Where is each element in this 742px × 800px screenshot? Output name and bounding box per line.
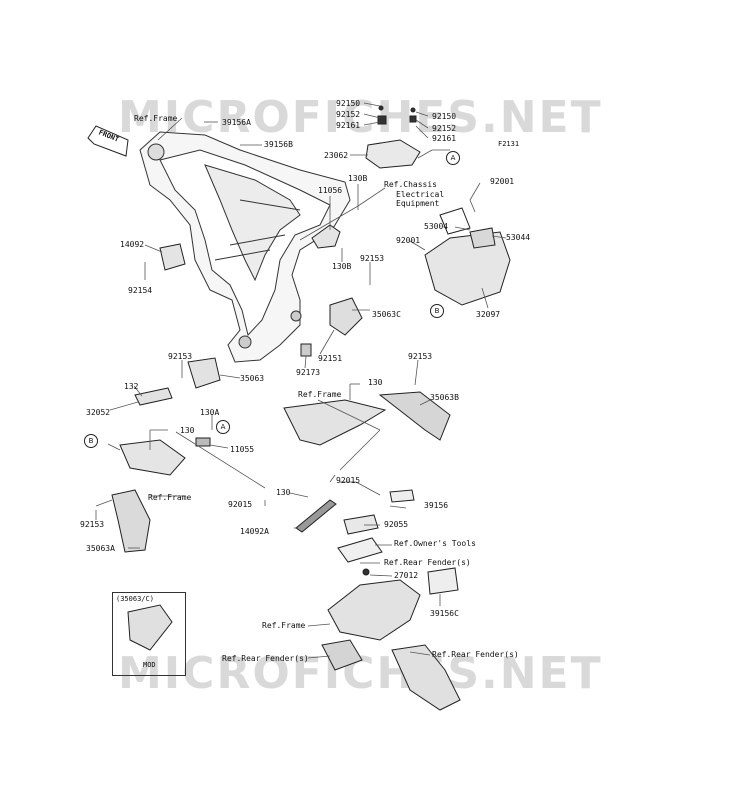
- label-92153-c: 92153: [408, 352, 433, 361]
- bracket-14092: [159, 243, 186, 271]
- label-92152-b: 92152: [432, 124, 457, 133]
- tray-32097: [424, 207, 511, 306]
- footrest-bracket-left: [119, 439, 186, 476]
- label-ref-chassis-equipment: Equipment: [396, 199, 440, 208]
- rear-fender-right: [391, 644, 461, 711]
- callout-b-footrest: B: [84, 434, 98, 448]
- label-ref-chassis: Ref.Chassis: [384, 180, 437, 189]
- label-92150-b: 92150: [432, 112, 457, 121]
- label-92015-b: 92015: [228, 500, 253, 509]
- label-39156A: 39156A: [222, 118, 251, 127]
- clip-27012: [362, 568, 370, 576]
- label-53044: 53044: [506, 233, 531, 242]
- label-ref-rear-fender-1: Ref.Rear Fender(s): [384, 558, 471, 567]
- part-11055: [195, 437, 211, 447]
- label-39156C: [427, 567, 459, 595]
- footpeg-35063B: [378, 391, 451, 441]
- rear-subframe-cover: [327, 579, 421, 641]
- label-92173: 92173: [296, 368, 321, 377]
- callout-a-top: A: [446, 151, 460, 165]
- label-32052: 32052: [86, 408, 111, 417]
- owners-tools: [337, 537, 383, 563]
- label-92153-d: 92153: [80, 520, 105, 529]
- bracket-35063: [187, 357, 221, 389]
- label-35063A: 35063A: [86, 544, 115, 553]
- label-35063B: 35063B: [430, 393, 459, 402]
- footrest-bracket-right: [283, 399, 387, 446]
- callout-b-tray: B: [430, 304, 444, 318]
- label-92161-a: 92161: [336, 121, 361, 130]
- label-130B-a: 130B: [348, 174, 368, 183]
- label-ref-frame-top: Ref.Frame: [134, 114, 178, 123]
- label-ref-frame-bottom: Ref.Frame: [262, 621, 306, 630]
- label-35063C: 35063C: [372, 310, 401, 319]
- label-39156: 39156: [424, 501, 449, 510]
- label-92001-b: 92001: [396, 236, 421, 245]
- diagram-code: F2131: [498, 140, 520, 148]
- label-92151: 92151: [318, 354, 343, 363]
- label-23062: 23062: [324, 151, 349, 160]
- label-14092A: 14092A: [240, 527, 269, 536]
- sheet-92055: [343, 514, 379, 535]
- label-132: 132: [124, 382, 139, 391]
- label-130-b: 130: [180, 426, 195, 435]
- front-arrow-icon: [87, 125, 129, 157]
- main-frame: [139, 131, 351, 363]
- label-92161-b: 92161: [432, 134, 457, 143]
- label-ref-chassis-electrical: Electrical: [396, 190, 445, 199]
- label-11055: 11055: [230, 445, 255, 454]
- part-92173: [300, 343, 312, 357]
- inset-title: (35063/C): [116, 595, 154, 603]
- bracket-11056: [311, 224, 341, 249]
- label-27012: 27012: [394, 571, 419, 580]
- label-92055: 92055: [384, 520, 409, 529]
- label-92015-a: 92015: [336, 476, 361, 485]
- label-92153-b: 92153: [168, 352, 193, 361]
- label-14092: 14092: [120, 240, 145, 249]
- label-130-c: 130: [276, 488, 291, 497]
- bracket-35063C: [329, 297, 363, 336]
- label-92152-a: 92152: [336, 110, 361, 119]
- inset-bracket: [127, 604, 173, 651]
- bar-32052: [134, 387, 173, 406]
- label-53004: 53004: [424, 222, 449, 231]
- bracket-23062: [365, 105, 421, 169]
- label-ref-rear-fender-3: Ref.Rear Fender(s): [432, 650, 519, 659]
- label-32097: 32097: [476, 310, 501, 319]
- label-ref-frame-left: Ref.Frame: [148, 493, 192, 502]
- callout-a-left: A: [216, 420, 230, 434]
- inset-35063-c: (35063/C) MOD: [112, 592, 186, 676]
- rear-fender-left: [321, 639, 363, 671]
- label-39156C: 39156C: [430, 609, 459, 618]
- label-92153-a: 92153: [360, 254, 385, 263]
- footpeg-35063A: [111, 489, 151, 553]
- leader-lines: [95, 102, 507, 659]
- label-35063: 35063: [240, 374, 265, 383]
- label-92001-a: 92001: [490, 177, 515, 186]
- label-ref-rear-fender-2: Ref.Rear Fender(s): [222, 654, 309, 663]
- label-92154: 92154: [128, 286, 153, 295]
- label-92150-a: 92150: [336, 99, 361, 108]
- label-ref-frame-mid: Ref.Frame: [298, 390, 342, 399]
- label-11056: 11056: [318, 186, 343, 195]
- label-ref-owners-tools: Ref.Owner's Tools: [394, 539, 476, 548]
- strip-14092A: [295, 499, 337, 533]
- label-39156: [389, 489, 415, 503]
- inset-note: MOD: [143, 661, 156, 669]
- label-130A: 130A: [200, 408, 220, 417]
- label-130-a: 130: [368, 378, 383, 387]
- label-130B-b: 130B: [332, 262, 352, 271]
- label-39156B: 39156B: [264, 140, 293, 149]
